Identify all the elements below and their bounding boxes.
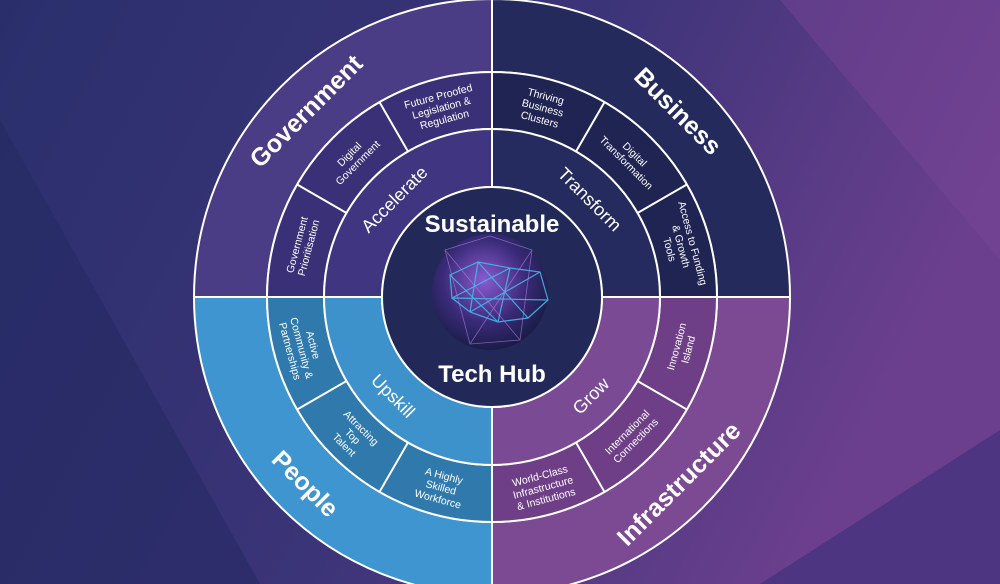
people-item-divider — [378, 441, 409, 493]
hub-title-bottom: Tech Hub — [438, 361, 546, 388]
people-item-3: ActiveCommunity &Partnerships — [275, 313, 326, 383]
infrastructure-item-divider — [636, 380, 688, 411]
government-item-divider — [296, 183, 348, 214]
people-item-divider — [296, 380, 348, 411]
business-item-divider — [636, 183, 688, 214]
wheel-segments — [192, 0, 792, 584]
background-facet — [760, 430, 1000, 584]
infrastructure-item-divider — [575, 441, 606, 493]
background-facet — [780, 0, 1000, 260]
business-item-divider — [575, 101, 606, 153]
hub-title-top: Sustainable — [425, 211, 560, 238]
business-item-1: ThrivingBusinessClusters — [517, 85, 567, 131]
hub-globe-icon — [432, 234, 549, 350]
government-item-divider — [378, 101, 409, 153]
background-facet — [0, 120, 260, 584]
